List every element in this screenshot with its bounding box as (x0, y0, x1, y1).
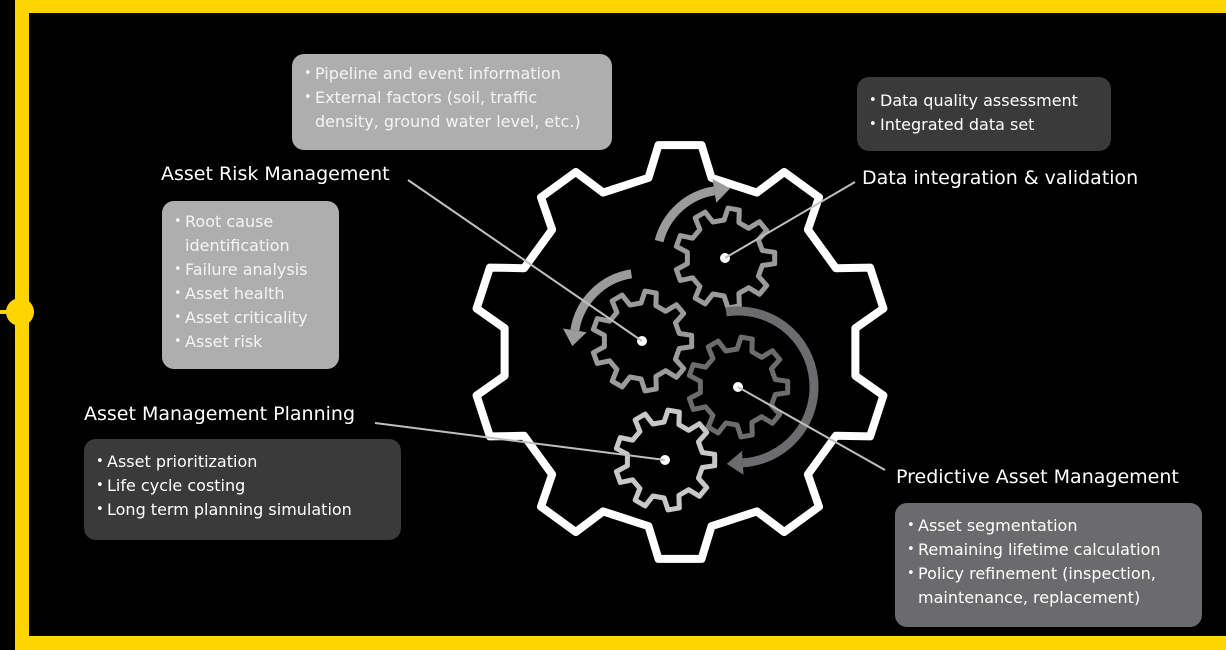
planning-title: Asset Management Planning (84, 403, 356, 425)
risk-data-item: External factors (soil, traffic density,… (304, 86, 600, 134)
big-gear-path (472, 141, 888, 563)
arrow-head-icon (562, 328, 587, 347)
integration-item: Data quality assessment (869, 89, 1099, 113)
arrow-head-icon (726, 450, 744, 475)
connector-dot (6, 298, 34, 326)
risk-item: Asset health (174, 282, 327, 306)
planning-item: Life cycle costing (96, 474, 389, 498)
risk-item: Asset criticality (174, 306, 327, 330)
predictive-item: Policy refinement (inspection, maintenan… (907, 562, 1190, 610)
gear-icon (686, 334, 791, 440)
pointer-line (737, 386, 886, 471)
risk-data-box: Pipeline and event information External … (292, 54, 612, 150)
risk-data-item: Pipeline and event information (304, 62, 600, 86)
frame-bottom-border (15, 636, 1226, 650)
integration-item: Integrated data set (869, 113, 1099, 137)
risk-item: Asset risk (174, 330, 327, 354)
connector-stub (0, 310, 10, 314)
gear-icon (590, 288, 695, 394)
pointer-line (724, 181, 856, 259)
predictive-items-box: Asset segmentation Remaining lifetime ca… (895, 503, 1202, 627)
pointer-line (407, 179, 643, 342)
rotation-arrow-icon (654, 186, 716, 243)
planning-items-box: Asset prioritization Life cycle costing … (84, 439, 401, 540)
risk-title: Asset Risk Management (161, 163, 390, 185)
frame-top-border (15, 0, 1226, 13)
rotation-arrow-icon (725, 306, 819, 468)
big-gear-outline (472, 141, 888, 563)
risk-item: Root cause identification (174, 210, 327, 258)
risk-item: Failure analysis (174, 258, 327, 282)
planning-item: Asset prioritization (96, 450, 389, 474)
predictive-item: Remaining lifetime calculation (907, 538, 1190, 562)
planning-item: Long term planning simulation (96, 498, 389, 522)
integration-items-box: Data quality assessment Integrated data … (857, 77, 1111, 151)
risk-items-box: Root cause identification Failure analys… (162, 201, 339, 369)
predictive-item: Asset segmentation (907, 514, 1190, 538)
rotation-arrow-icon (570, 269, 633, 332)
predictive-title: Predictive Asset Management (896, 466, 1179, 488)
arrow-head-icon (712, 178, 731, 203)
pointer-line (374, 422, 666, 461)
gear-icon (613, 407, 718, 513)
integration-title: Data integration & validation (862, 167, 1139, 189)
gear-icon (673, 205, 778, 311)
